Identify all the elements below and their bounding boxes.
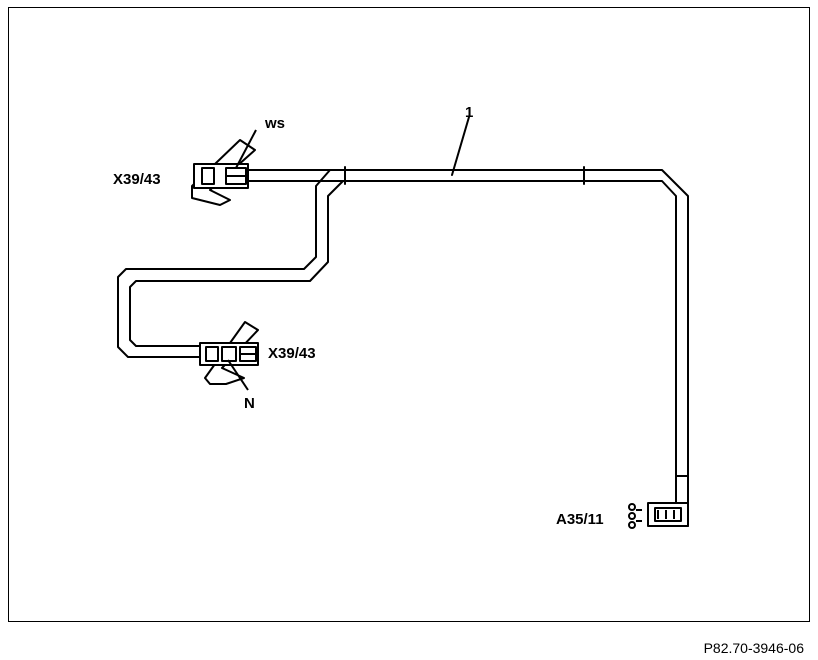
label-n: N: [244, 395, 255, 412]
connector-mid: [199, 321, 259, 391]
leader-ws: [235, 129, 257, 169]
label-wire-number: 1: [465, 104, 473, 121]
label-connector-mid: X39/43: [268, 345, 316, 362]
branch-harness: [117, 169, 344, 358]
label-ws: ws: [264, 115, 285, 132]
leader-wire-1: [451, 116, 470, 176]
connector-top: [191, 129, 257, 206]
main-harness: [247, 166, 689, 527]
figure-id: P82.70-3946-06: [703, 640, 804, 656]
diagram-frame: [8, 7, 810, 622]
leader-n: [227, 359, 249, 391]
component-a35-11: [628, 502, 689, 529]
label-connector-top: X39/43: [113, 171, 161, 188]
label-component: A35/11: [556, 511, 604, 528]
